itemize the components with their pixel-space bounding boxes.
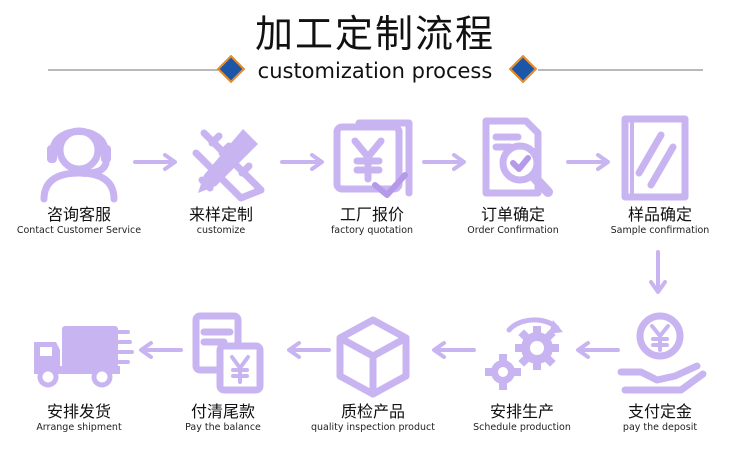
step-label-en: Schedule production bbox=[473, 422, 571, 433]
step-label-cn: 咨询客服 bbox=[46, 205, 111, 224]
cube-box-icon bbox=[336, 316, 410, 398]
step-label-cn: 来样定制 bbox=[188, 205, 253, 224]
arrow-down-icon bbox=[649, 250, 667, 294]
step-label-en: Sample confirmation bbox=[610, 225, 710, 236]
step-label-cn: 质检产品 bbox=[340, 402, 405, 421]
page-subtitle: customization process bbox=[257, 59, 493, 83]
step-label-en: Pay the balance bbox=[185, 422, 261, 433]
header-line-right bbox=[538, 69, 703, 71]
arrow-right-icon bbox=[280, 153, 324, 171]
page-title: 加工定制流程 bbox=[254, 12, 495, 56]
arrow-right-icon bbox=[422, 153, 466, 171]
gears-icon bbox=[485, 317, 563, 390]
step-label-en: pay the deposit bbox=[622, 422, 698, 433]
step-label-en: Contact Customer Service bbox=[16, 225, 142, 236]
step-label-en: customize bbox=[196, 225, 246, 236]
arrow-right-icon bbox=[566, 153, 610, 171]
yen-price-icon bbox=[333, 119, 413, 198]
step-label-en: quality inspection product bbox=[311, 422, 435, 433]
coin-hand-icon bbox=[617, 312, 707, 394]
step-label-en: Order Confirmation bbox=[467, 225, 559, 236]
step-label-cn: 样品确定 bbox=[627, 205, 692, 224]
arrow-left-icon bbox=[139, 341, 183, 359]
step-label-en: Arrange shipment bbox=[36, 422, 122, 433]
header-line-left bbox=[48, 69, 218, 71]
arrow-left-icon bbox=[576, 341, 620, 359]
arrow-right-icon bbox=[133, 153, 177, 171]
pencil-ruler-icon bbox=[192, 129, 265, 202]
arrow-left-icon bbox=[287, 341, 331, 359]
glass-sample-icon bbox=[621, 115, 689, 201]
step-label-cn: 付清尾款 bbox=[190, 402, 255, 421]
step-label-cn: 安排生产 bbox=[489, 402, 554, 421]
step-label-cn: 工厂报价 bbox=[339, 205, 404, 224]
headset-agent-icon bbox=[40, 127, 118, 203]
step-label-cn: 支付定金 bbox=[627, 402, 692, 421]
bill-yen-icon bbox=[192, 312, 264, 394]
delivery-truck-icon bbox=[34, 326, 134, 388]
document-magnifier-check-icon bbox=[482, 117, 553, 197]
step-label-cn: 安排发货 bbox=[46, 402, 111, 421]
arrow-left-icon bbox=[432, 341, 476, 359]
step-label-en: factory quotation bbox=[330, 225, 414, 236]
step-label-cn: 订单确定 bbox=[480, 205, 545, 224]
